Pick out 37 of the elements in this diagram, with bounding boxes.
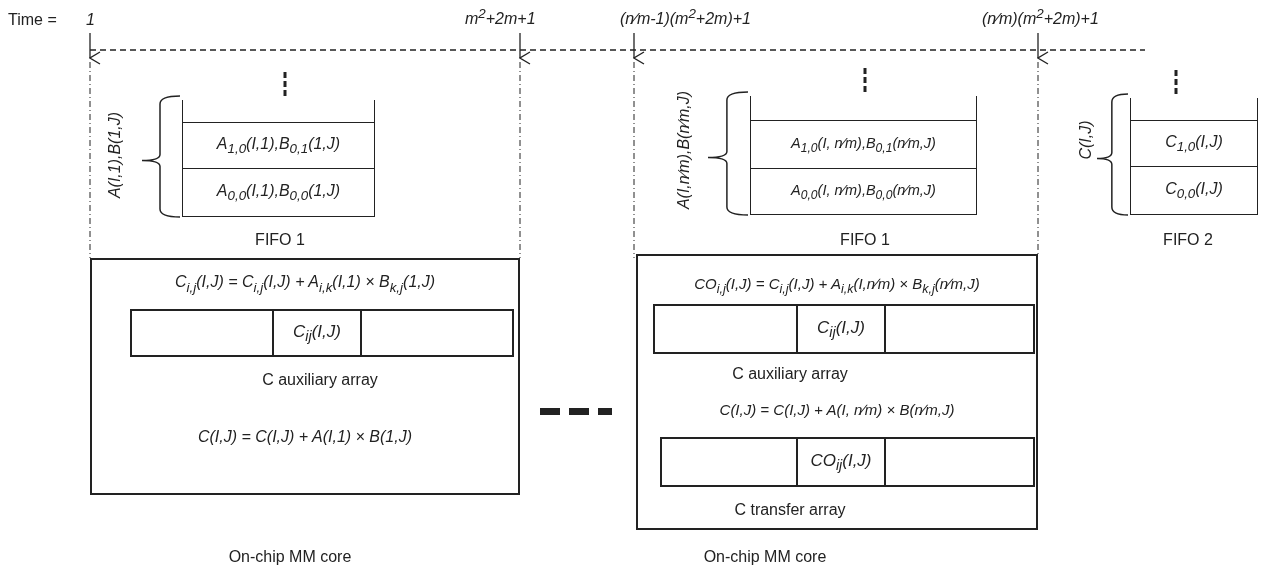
fifo-queue bbox=[1130, 98, 1258, 215]
caption-text: C auxiliary array bbox=[732, 365, 848, 383]
core-box bbox=[636, 254, 1038, 530]
caption-text: C transfer array bbox=[734, 501, 846, 519]
fifo-slot: A$_{0,0}$(I, n∕m),B$_{0,0}$(n∕m,J) bbox=[751, 168, 976, 214]
fifo-slot: C$_{0,0}$(I,J) bbox=[1131, 166, 1257, 214]
time-value: (n∕m-1)(m$^{2}$+2m)+1 bbox=[620, 5, 751, 29]
time-value: m$^{2}$+2m+1 bbox=[465, 5, 536, 29]
caption-text: On-chip MM core bbox=[703, 548, 827, 566]
equation-text: CO$_{i,j}$(I,J) = C$_{i,j}$(I,J) + A$_{i,k}$(I,n∕m) × B$_{k,j}$(n∕m,J) bbox=[694, 274, 980, 296]
caption-text: C auxiliary array bbox=[262, 371, 378, 389]
fifo-queue bbox=[182, 100, 375, 217]
equation-text: C(I,J) = C(I,J) + A(I,1) × B(1,J) bbox=[197, 428, 413, 446]
time-value: (n∕m)(m$^{2}$+2m)+1 bbox=[982, 5, 1099, 29]
bracket-label: C(I,J) bbox=[1077, 120, 1095, 160]
time-label: Time = bbox=[8, 11, 57, 29]
equation-text: C(I,J) = C(I,J) + A(I, n∕m) × B(n∕m,J) bbox=[719, 400, 955, 418]
caption-text: FIFO 1 bbox=[840, 231, 890, 249]
array-cell: CO$_{ij}$(I,J) bbox=[796, 439, 886, 485]
time-value: 1 bbox=[86, 11, 95, 29]
core-box bbox=[90, 258, 520, 495]
fifo-queue bbox=[750, 96, 977, 215]
fifo-slot: A$_{1,0}$(I, n∕m),B$_{0,1}$(n∕m,J) bbox=[751, 120, 976, 168]
caption-text: On-chip MM core bbox=[228, 548, 352, 566]
caption-text: FIFO 1 bbox=[255, 231, 305, 249]
array-box bbox=[130, 309, 514, 357]
bracket-label: A(I,n∕m),B(n∕m,J) bbox=[675, 90, 693, 210]
array-box bbox=[653, 304, 1035, 354]
array-box bbox=[660, 437, 1035, 487]
fifo-slot: A$_{1,0}$(I,1),B$_{0,1}$(1,J) bbox=[183, 122, 374, 168]
fifo-slot: A$_{0,0}$(I,1),B$_{0,0}$(1,J) bbox=[183, 168, 374, 216]
fifo-slot: C$_{1,0}$(I,J) bbox=[1131, 120, 1257, 166]
array-cell: C$_{ij}$(I,J) bbox=[796, 306, 886, 352]
bracket-label: A(I,1),B(1,J) bbox=[106, 111, 124, 199]
caption-text: FIFO 2 bbox=[1163, 231, 1213, 249]
equation-text: C$_{i,j}$(I,J) = C$_{i,j}$(I,J) + A$_{i,k}$(I,1) × B$_{k,j}$(1,J) bbox=[174, 273, 436, 295]
array-cell: C$_{ij}$(I,J) bbox=[272, 311, 362, 355]
